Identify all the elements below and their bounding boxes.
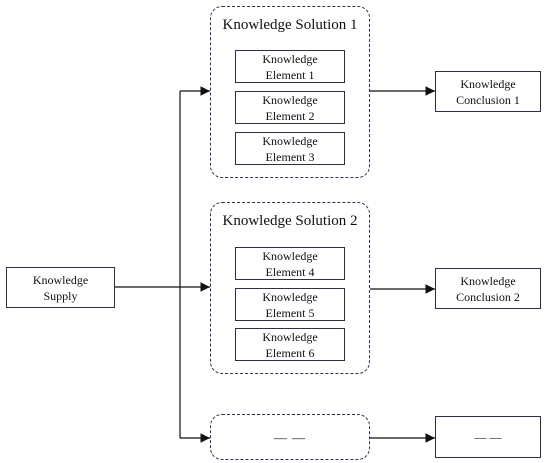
placeholder-conclusion-box: — —: [435, 416, 541, 458]
knowledge-element-2-box: Knowledge Element 2: [235, 91, 345, 124]
knowledge-supply-box: Knowledge Supply: [6, 267, 115, 308]
knowledge-solution-1-group: Knowledge Solution 1: [210, 6, 370, 178]
placeholder-solution-group: — —: [210, 414, 370, 460]
knowledge-element-5-box: Knowledge Element 5: [235, 288, 345, 321]
knowledge-solution-2-group: Knowledge Solution 2: [210, 202, 370, 374]
knowledge-element-6-box: Knowledge Element 6: [235, 328, 345, 361]
knowledge-conclusion-2-box: Knowledge Conclusion 2: [435, 268, 541, 309]
placeholder-solution-text: — —: [273, 430, 307, 445]
knowledge-solution-1-title: Knowledge Solution 1: [222, 17, 358, 33]
knowledge-solution-2-title: Knowledge Solution 2: [222, 213, 358, 229]
knowledge-element-1-box: Knowledge Element 1: [235, 50, 345, 83]
knowledge-conclusion-1-box: Knowledge Conclusion 1: [435, 71, 541, 112]
knowledge-element-4-box: Knowledge Element 4: [235, 247, 345, 280]
knowledge-element-3-box: Knowledge Element 3: [235, 132, 345, 165]
